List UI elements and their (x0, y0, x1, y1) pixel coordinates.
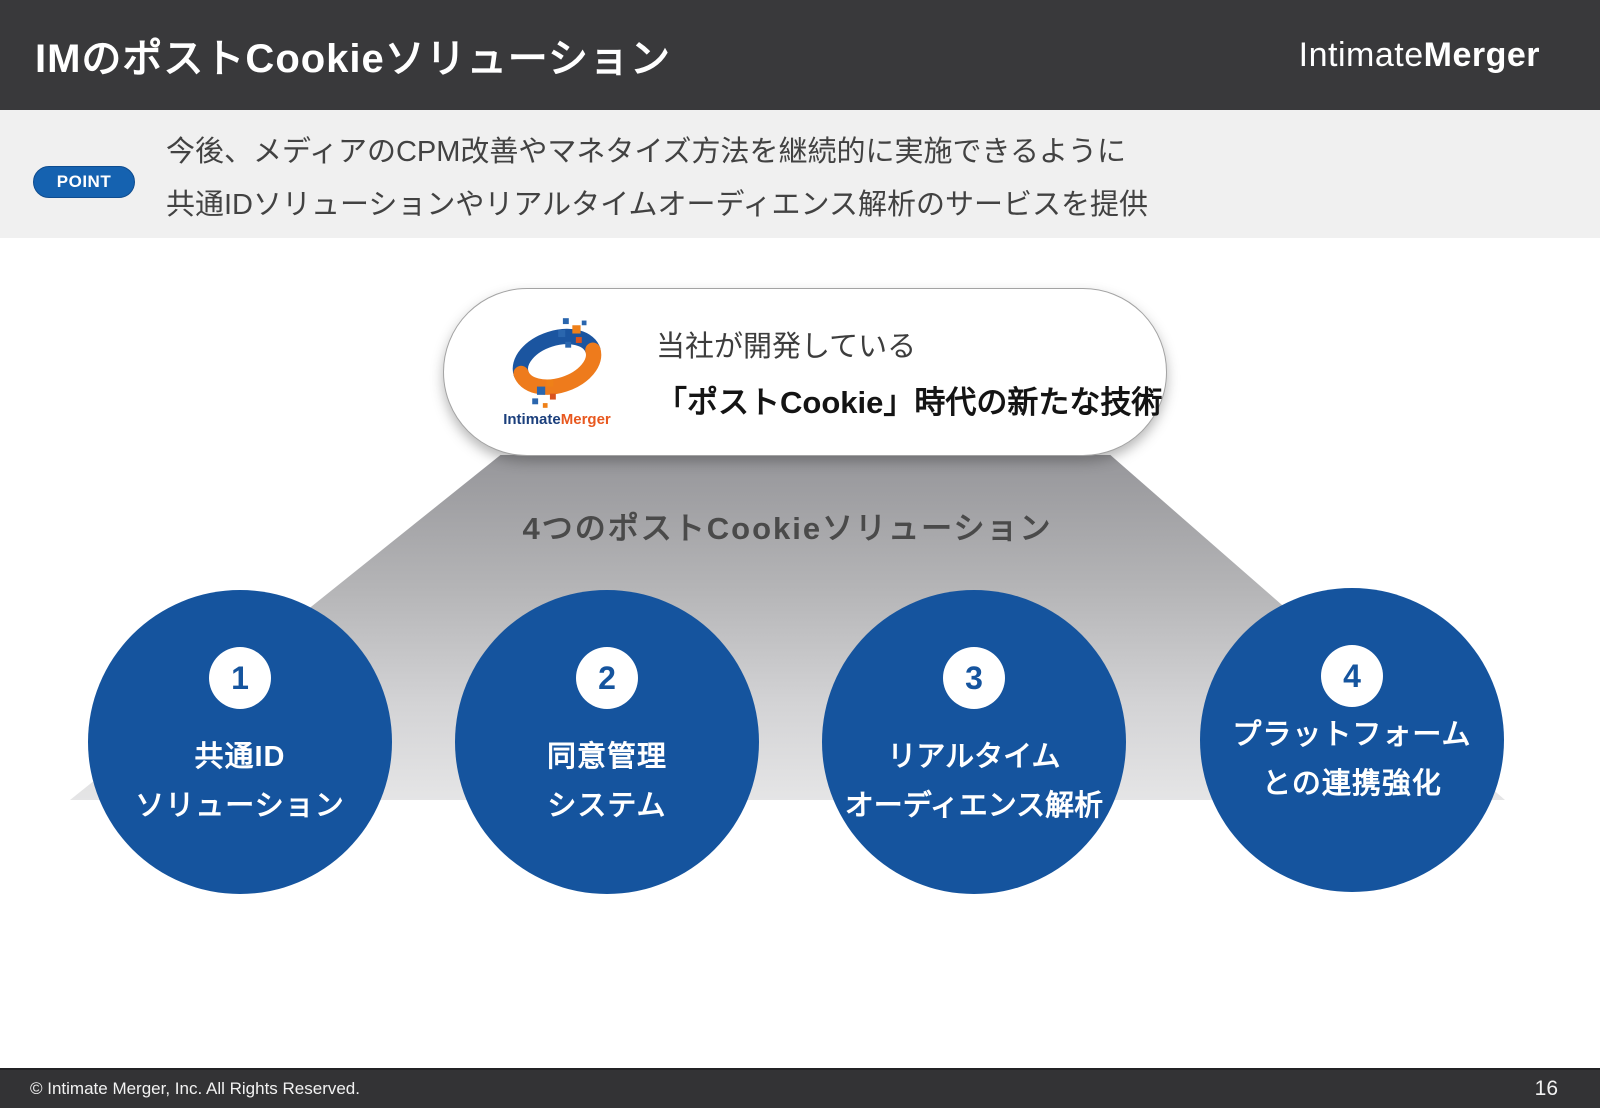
logo-part-merger: Merger (560, 410, 611, 428)
solution-label-line-1: 共通ID (194, 741, 286, 773)
intimate-merger-logo: IntimateMerger (482, 317, 632, 428)
solution-label: リアルタイム オーディエンス解析 (845, 733, 1103, 831)
logo-part-merger: Merger (1423, 35, 1540, 74)
swirl-logo-icon (512, 317, 602, 408)
solution-label: 共通ID ソリューション (135, 733, 344, 831)
point-line-1: 今後、メディアのCPM改善やマネタイズ方法を継続的に実施できるように (166, 136, 1126, 168)
solution-number-badge: 3 (943, 647, 1005, 709)
capsule-line-1: 当社が開発している (656, 330, 917, 363)
technology-capsule: IntimateMerger 当社が開発している 「ポストCookie」時代の新… (443, 288, 1167, 456)
solution-number-badge: 4 (1321, 645, 1383, 707)
solution-label-line-2: システム (547, 790, 667, 822)
solution-label: 同意管理 システム (547, 733, 667, 831)
solution-number-badge: 1 (209, 647, 271, 709)
page-title: IMのポストCookieソリューション (35, 37, 671, 81)
solution-label-line-2: オーディエンス解析 (844, 790, 1104, 822)
copyright-text: © Intimate Merger, Inc. All Rights Reser… (30, 1079, 360, 1098)
solution-label: プラットフォーム との連携強化 (1232, 711, 1471, 809)
solution-circle-realtime-audience: 3 リアルタイム オーディエンス解析 (822, 590, 1126, 894)
solution-circle-consent-management: 2 同意管理 システム (455, 590, 759, 894)
point-statement: 今後、メディアのCPM改善やマネタイズ方法を継続的に実施できるように 共通IDソ… (166, 126, 1148, 232)
solution-label-line-1: 同意管理 (546, 741, 667, 773)
logo-part-intimate: Intimate (503, 410, 561, 428)
solution-label-line-1: リアルタイム (887, 741, 1061, 773)
solution-label-line-2: との連携強化 (1262, 768, 1442, 800)
solution-circle-platform-alliance: 4 プラットフォーム との連携強化 (1200, 588, 1504, 892)
footer-bar: © Intimate Merger, Inc. All Rights Reser… (0, 1068, 1600, 1108)
logo-wordmark-small: IntimateMerger (503, 411, 611, 428)
capsule-line-2: 「ポストCookie」時代の新たな技術 (656, 384, 1163, 420)
header-bar: IMのポストCookieソリューション IntimateMerger (0, 0, 1600, 110)
capsule-text: 当社が開発している 「ポストCookie」時代の新たな技術 (656, 323, 1162, 422)
solution-label-line-2: ソリューション (135, 790, 345, 822)
funnel-title: 4つのポストCookieソリューション (522, 511, 1053, 546)
company-logo-wordmark: IntimateMerger (1299, 36, 1540, 75)
logo-part-intimate: Intimate (1298, 35, 1424, 74)
solution-circle-common-id: 1 共通ID ソリューション (88, 590, 392, 894)
point-badge: POINT (33, 166, 135, 198)
page-number: 16 (1534, 1077, 1558, 1100)
solution-number-badge: 2 (576, 647, 638, 709)
solution-label-line-1: プラットフォーム (1232, 719, 1472, 751)
point-section: POINT 今後、メディアのCPM改善やマネタイズ方法を継続的に実施できるように… (0, 110, 1600, 238)
point-line-2: 共通IDソリューションやリアルタイムオーディエンス解析のサービスを提供 (166, 189, 1148, 221)
